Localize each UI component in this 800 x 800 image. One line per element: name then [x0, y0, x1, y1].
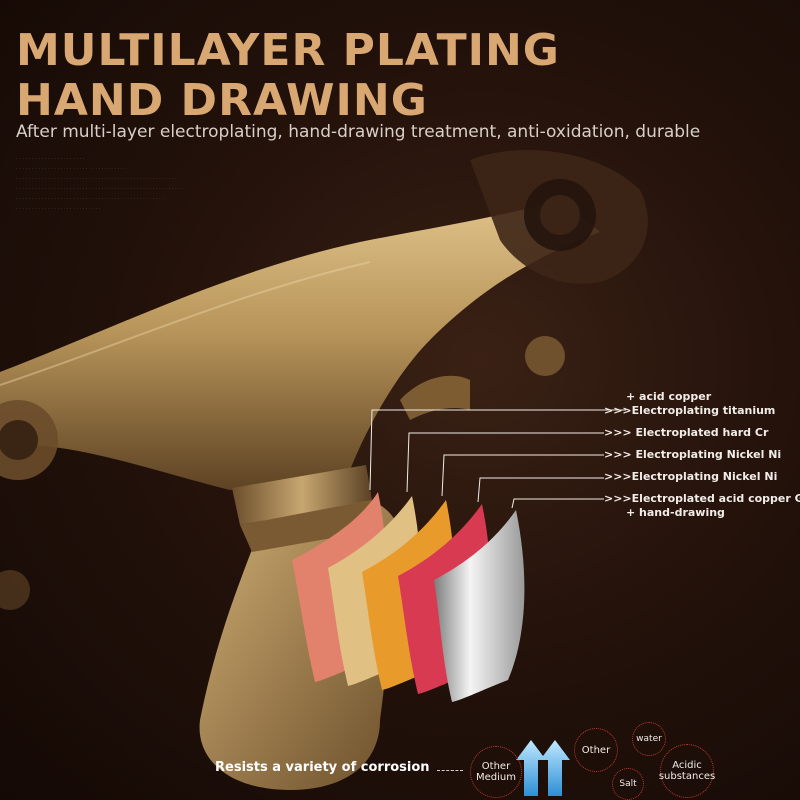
layer-label-text: Electroplated acid copper Gu — [631, 492, 800, 505]
layer-label-titanium: >>>Electroplating titanium — [604, 404, 775, 417]
layer-label-nickel-2: >>>Electroplating Nickel Ni — [604, 470, 777, 483]
corrosion-medium-other: Other — [574, 728, 618, 772]
corrosion-medium-acidic-substances: Acidic substances — [659, 744, 715, 798]
layer-label-prefix: >>> — [604, 426, 632, 439]
layer-label-text: + hand-drawing — [626, 506, 725, 519]
layer-label-text: Electroplating Nickel Ni — [631, 470, 778, 483]
layer-label-text: + acid copper — [626, 390, 712, 403]
layer-label-hard-cr: >>> Electroplated hard Cr — [604, 426, 768, 439]
subtitle: After multi-layer electroplating, hand-d… — [16, 122, 701, 142]
leader-lines — [369, 409, 626, 509]
decorative-filler-text: · · · · · · · · · · · · · · · · · · · · … — [16, 166, 126, 172]
corrosion-dash — [437, 770, 463, 771]
layer-label-prefix: >>> — [604, 404, 632, 417]
layer-label-nickel-1: >>> Electroplating Nickel Ni — [604, 448, 781, 461]
decorative-filler-text: · · · · · · · · · · · · · · · · · · · · … — [16, 186, 183, 192]
layer-label-text: Electroplating titanium — [631, 404, 776, 417]
layer-label-hand-drawing: + hand-drawing — [626, 506, 725, 519]
decorative-filler-text: · · · · · · · · · · · · · · · · · · · · … — [16, 196, 164, 202]
layer-label-text: Electroplating Nickel Ni — [635, 448, 782, 461]
layer-label-prefix: >>> — [604, 470, 632, 483]
corrosion-medium-salt: Salt — [612, 768, 644, 800]
corrosion-arrows — [516, 740, 570, 796]
corrosion-medium-water: water — [632, 722, 666, 756]
headline-line-1: MULTILAYER PLATING — [16, 25, 560, 76]
decorative-filler-text: · · · · · · · · · · · · · · · · · · · · … — [16, 156, 85, 162]
faucet-body — [0, 150, 648, 790]
layer-label-acid-copper-gu: >>>Electroplated acid copper Gu — [604, 492, 800, 505]
headline-line-2: HAND DRAWING — [16, 75, 428, 126]
layer-label-prefix: >>> — [604, 492, 632, 505]
plating-layers — [292, 492, 525, 702]
layer-label-prefix: >>> — [604, 448, 632, 461]
decorative-filler-text: · · · · · · · · · · · · · · · · · · · · … — [16, 206, 101, 212]
layer-label-text: Electroplated hard Cr — [635, 426, 769, 439]
corrosion-medium-other-medium: Other Medium — [470, 746, 522, 798]
layer-label-acid-copper: + acid copper — [626, 390, 711, 403]
corrosion-label: Resists a variety of corrosion — [215, 760, 430, 775]
decorative-filler-text: · · · · · · · · · · · · · · · · · · · · … — [16, 176, 177, 182]
